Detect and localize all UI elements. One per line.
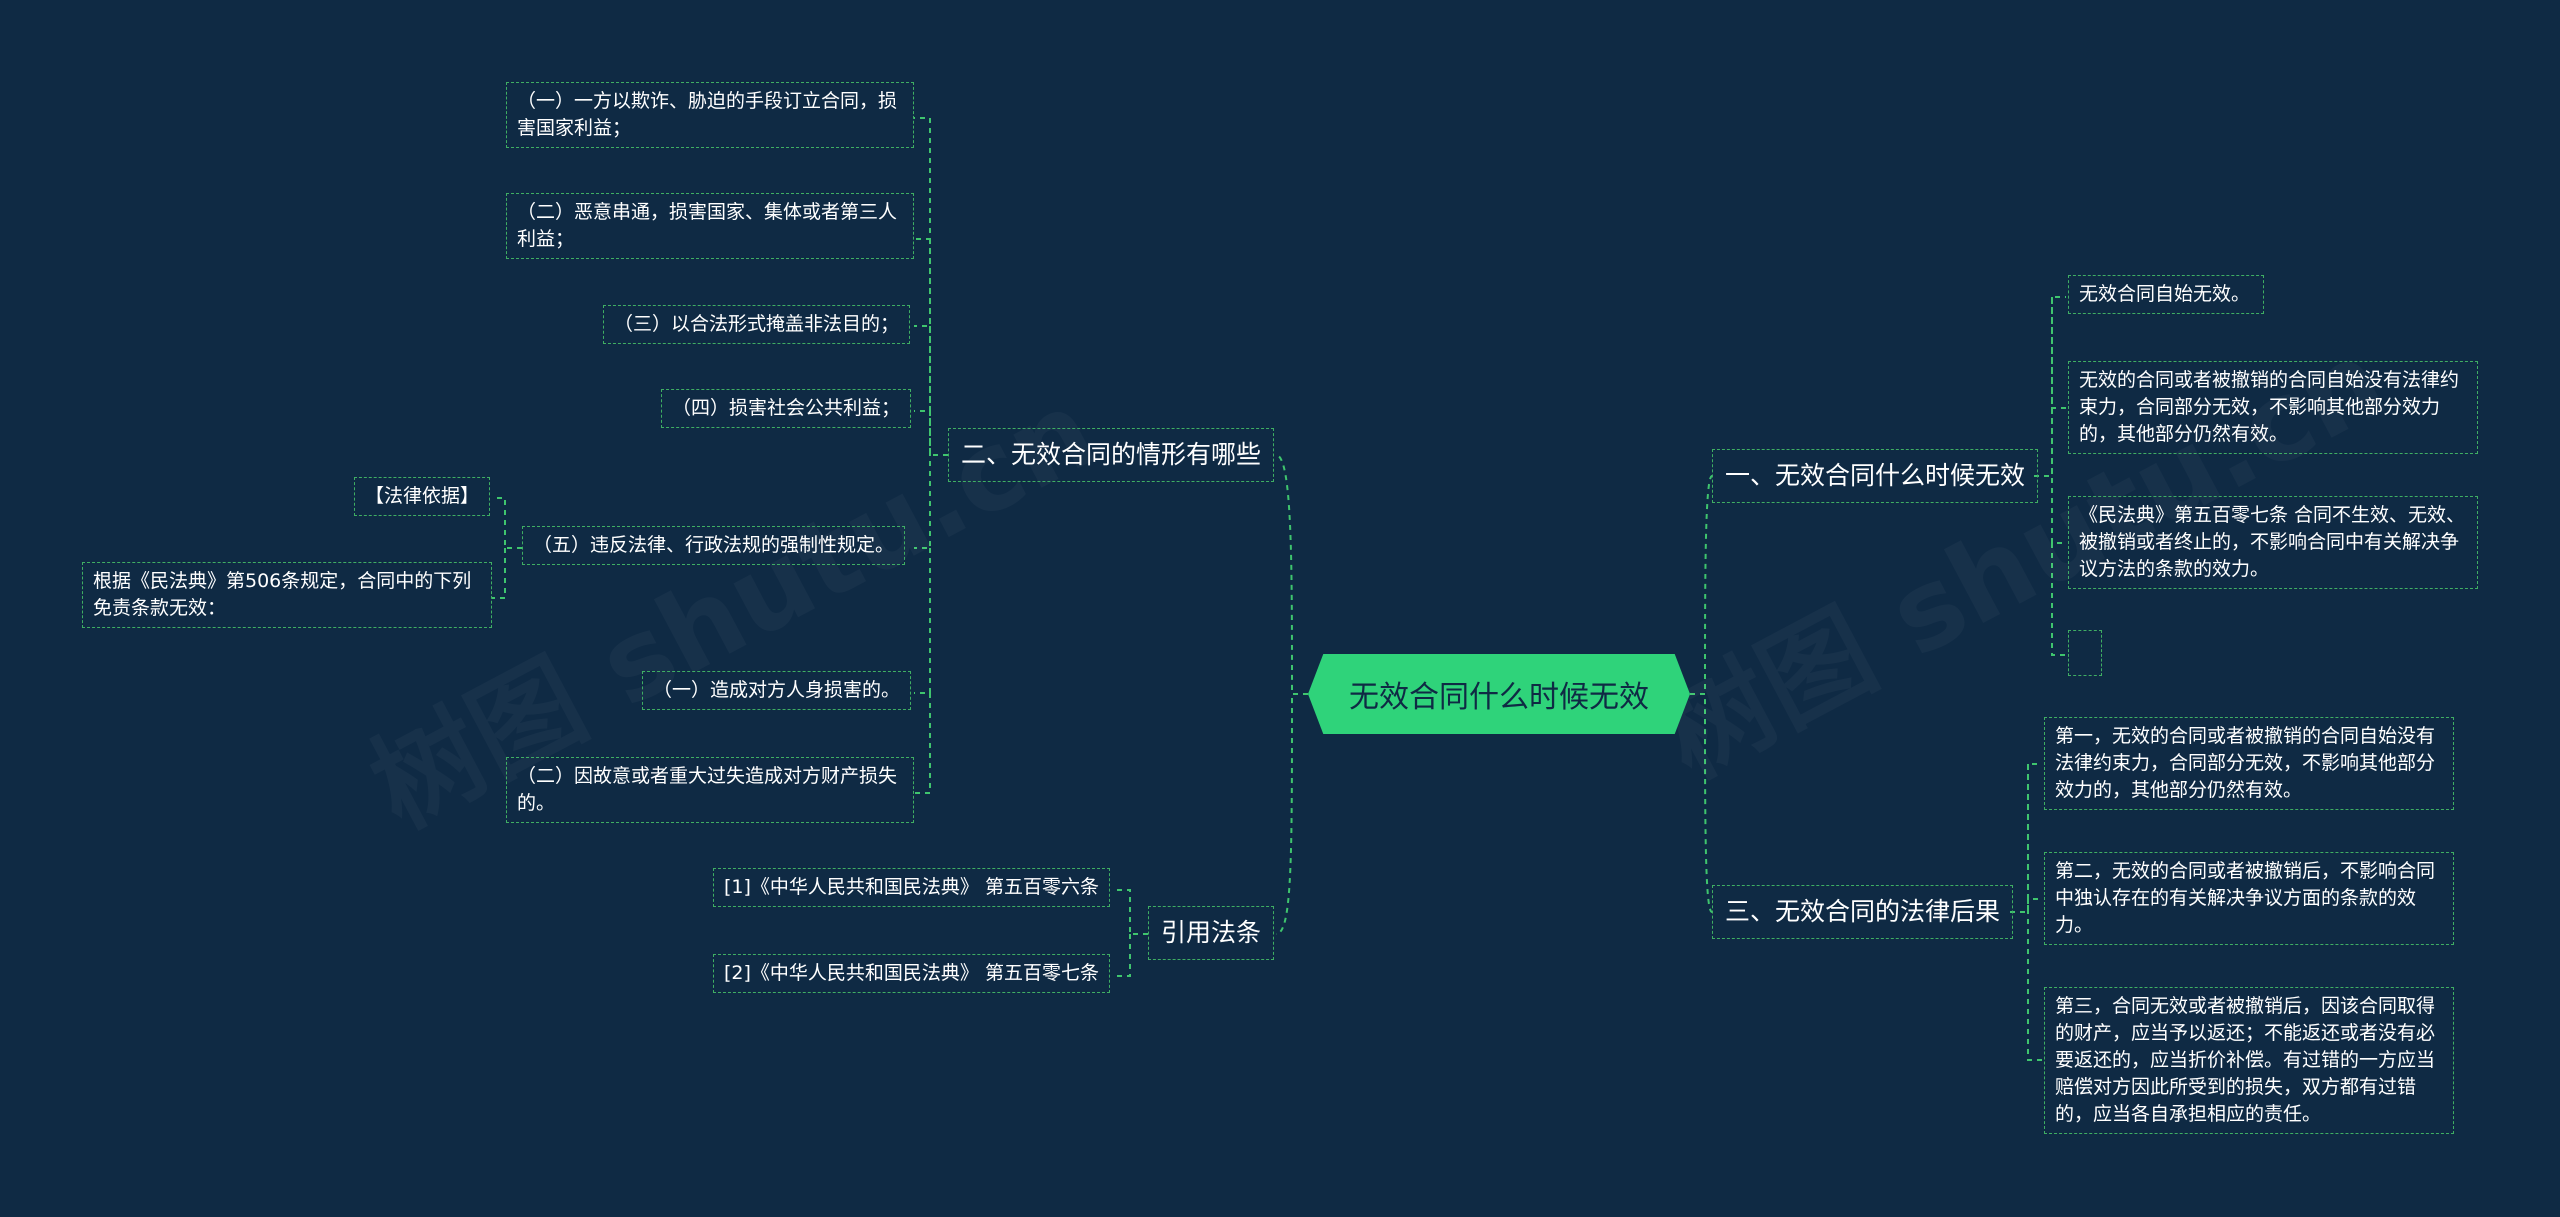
b2-item-3[interactable]: （三）以合法形式掩盖非法目的； [603, 305, 911, 344]
connector-b3-items [2010, 763, 2042, 1061]
b1-item-3[interactable]: 《民法典》第五百零七条 合同不生效、无效、被撤销或者终止的，不影响合同中有关解决… [2068, 496, 2478, 589]
connector-root-b3 [1690, 693, 1713, 913]
root-topic-label: 无效合同什么时候无效 [1349, 680, 1649, 715]
branch-3-topic[interactable]: 三、无效合同的法律后果 [1712, 885, 2014, 939]
b2-item-5[interactable]: （五）违反法律、行政法规的强制性规定。 [522, 526, 906, 565]
connector-root-b4 [1275, 693, 1308, 935]
b4-item-1[interactable]: [1]《中华人民共和国民法典》 第五百零六条 [713, 868, 1110, 907]
connector-root-b2 [1275, 454, 1308, 695]
branch-2-topic[interactable]: 二、无效合同的情形有哪些 [948, 428, 1275, 482]
b2-item-2-text: （二）恶意串通，损害国家、集体或者第三人利益； [517, 201, 898, 250]
b2-item-5-text: （五）违反法律、行政法规的强制性规定。 [533, 534, 895, 556]
b2-item-5-civil-code-506[interactable]: 根据《民法典》第506条规定，合同中的下列免责条款无效： [82, 562, 492, 628]
b3-item-2-text: 第二，无效的合同或者被撤销后，不影响合同中独认存在的有关解决争议方面的条款的效力… [2055, 860, 2436, 936]
b1-item-1-text: 无效合同自始无效。 [2079, 283, 2251, 305]
b2-item-1[interactable]: （一）一方以欺诈、胁迫的手段订立合同，损害国家利益； [506, 82, 914, 148]
legal-basis-text: 【法律依据】 [365, 485, 480, 507]
b3-item-1-text: 第一，无效的合同或者被撤销的合同自始没有法律约束力，合同部分无效，不影响其他部分… [2055, 725, 2436, 801]
connector-root-b1 [1690, 475, 1713, 695]
b1-item-2[interactable]: 无效的合同或者被撤销的合同自始没有法律约束力，合同部分无效，不影响其他部分效力的… [2068, 361, 2478, 454]
branch-4-label: 引用法条 [1161, 918, 1262, 947]
b3-item-2[interactable]: 第二，无效的合同或者被撤销后，不影响合同中独认存在的有关解决争议方面的条款的效力… [2044, 852, 2454, 945]
branch-1-topic[interactable]: 一、无效合同什么时候无效 [1712, 449, 2039, 503]
b2-item-6[interactable]: （一）造成对方人身损害的。 [642, 671, 912, 710]
civil-code-506-text: 根据《民法典》第506条规定，合同中的下列免责条款无效： [93, 570, 472, 619]
b2-item-4[interactable]: （四）损害社会公共利益； [661, 389, 912, 428]
root-topic[interactable]: 无效合同什么时候无效 [1308, 654, 1690, 734]
b4-item-2-text: [2]《中华人民共和国民法典》 第五百零七条 [724, 962, 1099, 984]
branch-3-label: 三、无效合同的法律后果 [1725, 897, 2001, 926]
connector-b2-items [914, 117, 948, 794]
b4-item-2[interactable]: [2]《中华人民共和国民法典》 第五百零七条 [713, 954, 1110, 993]
b2-item-7[interactable]: （二）因故意或者重大过失造成对方财产损失的。 [506, 757, 914, 823]
b3-item-3[interactable]: 第三，合同无效或者被撤销后，因该合同取得的财产，应当予以返还；不能返还或者没有必… [2044, 987, 2454, 1134]
b2-item-2[interactable]: （二）恶意串通，损害国家、集体或者第三人利益； [506, 193, 914, 259]
b2-item-6-text: （一）造成对方人身损害的。 [653, 679, 901, 701]
b2-item-5-legal-basis[interactable]: 【法律依据】 [354, 477, 491, 516]
b2-item-7-text: （二）因故意或者重大过失造成对方财产损失的。 [517, 765, 898, 814]
connector-b1-items [2034, 296, 2066, 656]
b1-item-4-empty[interactable] [2068, 630, 2102, 676]
b2-item-3-text: （三）以合法形式掩盖非法目的； [614, 313, 900, 335]
b3-item-1[interactable]: 第一，无效的合同或者被撤销的合同自始没有法律约束力，合同部分无效，不影响其他部分… [2044, 717, 2454, 810]
branch-4-topic[interactable]: 引用法条 [1148, 906, 1275, 960]
b1-item-2-text: 无效的合同或者被撤销的合同自始没有法律约束力，合同部分无效，不影响其他部分效力的… [2079, 369, 2460, 445]
b4-item-1-text: [1]《中华人民共和国民法典》 第五百零六条 [724, 876, 1099, 898]
b2-item-1-text: （一）一方以欺诈、胁迫的手段订立合同，损害国家利益； [517, 90, 898, 139]
connector-item5-sub [492, 497, 522, 599]
b3-item-3-text: 第三，合同无效或者被撤销后，因该合同取得的财产，应当予以返还；不能返还或者没有必… [2055, 995, 2436, 1125]
branch-1-label: 一、无效合同什么时候无效 [1725, 461, 2026, 490]
b1-item-3-text: 《民法典》第五百零七条 合同不生效、无效、被撤销或者终止的，不影响合同中有关解决… [2079, 504, 2466, 580]
connector-b4-items [1112, 889, 1148, 977]
branch-2-label: 二、无效合同的情形有哪些 [961, 440, 1262, 469]
b1-item-1[interactable]: 无效合同自始无效。 [2068, 275, 2264, 314]
b2-item-4-text: （四）损害社会公共利益； [672, 397, 901, 419]
